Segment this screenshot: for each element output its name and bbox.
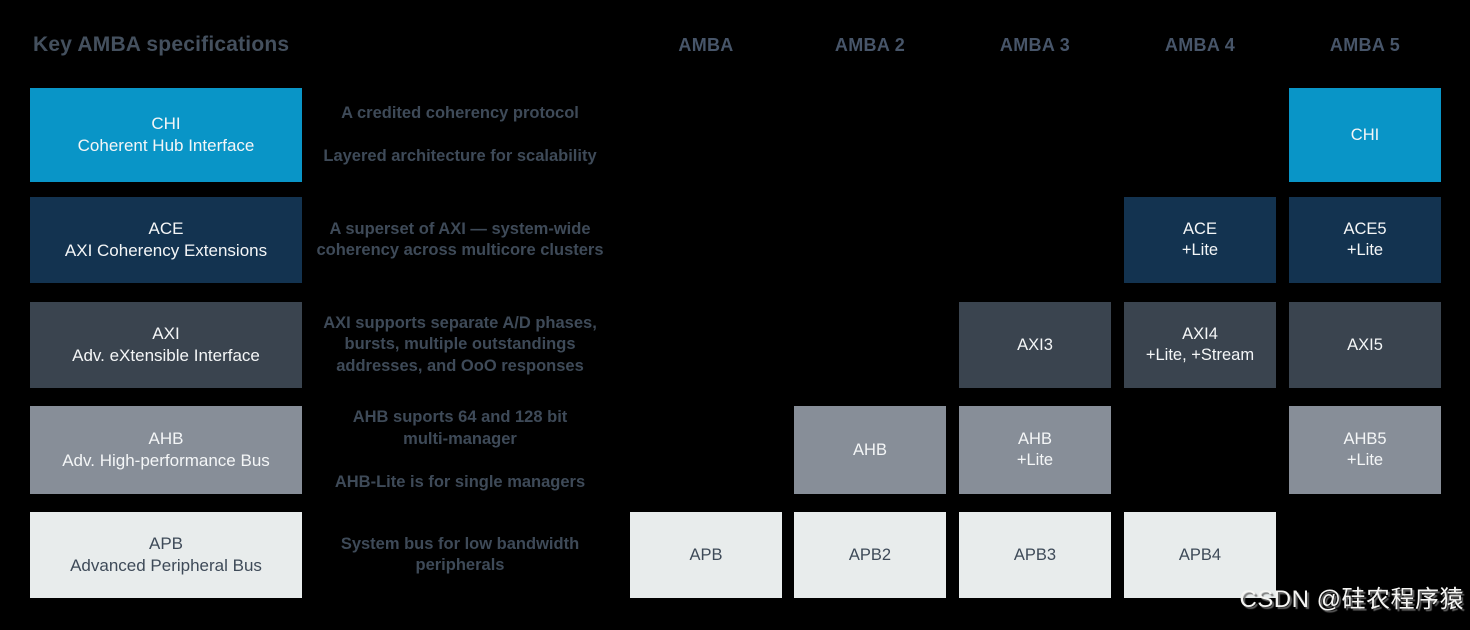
cell-axi5-amba5: AXI5	[1289, 302, 1441, 388]
cell-ahb5-amba5: AHB5 +Lite	[1289, 406, 1441, 494]
row-axi: AXI Adv. eXtensible Interface AXI suppor…	[0, 302, 1470, 388]
cell-axi4-amba4: AXI4 +Lite, +Stream	[1124, 302, 1276, 388]
ahb-label-box: AHB Adv. High-performance Bus	[30, 406, 302, 494]
apb-label-box: APB Advanced Peripheral Bus	[30, 512, 302, 598]
cell-apb-amba1: APB	[630, 512, 782, 598]
ahb-description: AHB suports 64 and 128 bit multi-manager…	[334, 408, 586, 491]
csdn-watermark: CSDN @硅农程序猿	[1239, 586, 1464, 613]
cell-axi3-amba3: AXI3	[959, 302, 1111, 388]
row-chi: CHI Coherent Hub Interface A credited co…	[0, 88, 1470, 182]
column-header-amba4: AMBA 4	[1164, 35, 1236, 55]
row-apb: APB Advanced Peripheral Bus System bus f…	[0, 512, 1470, 598]
column-header-amba: AMBA	[678, 35, 734, 55]
cell-apb3-amba3: APB3	[959, 512, 1111, 598]
ace-description: A superset of AXI — system-wide coherenc…	[316, 219, 604, 260]
cell-chi-amba5: CHI	[1289, 88, 1441, 182]
axi-label-box: AXI Adv. eXtensible Interface	[30, 302, 302, 388]
cell-ace-amba4: ACE +Lite	[1124, 197, 1276, 283]
chi-label-box: CHI Coherent Hub Interface	[30, 88, 302, 182]
cell-ahblite-amba3: AHB +Lite	[959, 406, 1111, 494]
chi-description: A credited coherency protocol Layered ar…	[323, 103, 597, 165]
apb-description: System bus for low bandwidth peripherals	[340, 534, 580, 575]
column-header-amba5: AMBA 5	[1329, 35, 1401, 55]
cell-ace5-amba5: ACE5 +Lite	[1289, 197, 1441, 283]
ace-label-box: ACE AXI Coherency Extensions	[30, 197, 302, 283]
cell-apb4-amba4: APB4	[1124, 512, 1276, 598]
row-ahb: AHB Adv. High-performance Bus AHB suport…	[0, 406, 1470, 494]
cell-apb2-amba2: APB2	[794, 512, 946, 598]
column-header-amba2: AMBA 2	[834, 35, 906, 55]
row-ace: ACE AXI Coherency Extensions A superset …	[0, 197, 1470, 283]
axi-description: AXI supports separate A/D phases, bursts…	[323, 313, 597, 375]
cell-ahb-amba2: AHB	[794, 406, 946, 494]
page-title: Key AMBA specifications	[33, 33, 290, 56]
column-header-amba3: AMBA 3	[999, 35, 1071, 55]
